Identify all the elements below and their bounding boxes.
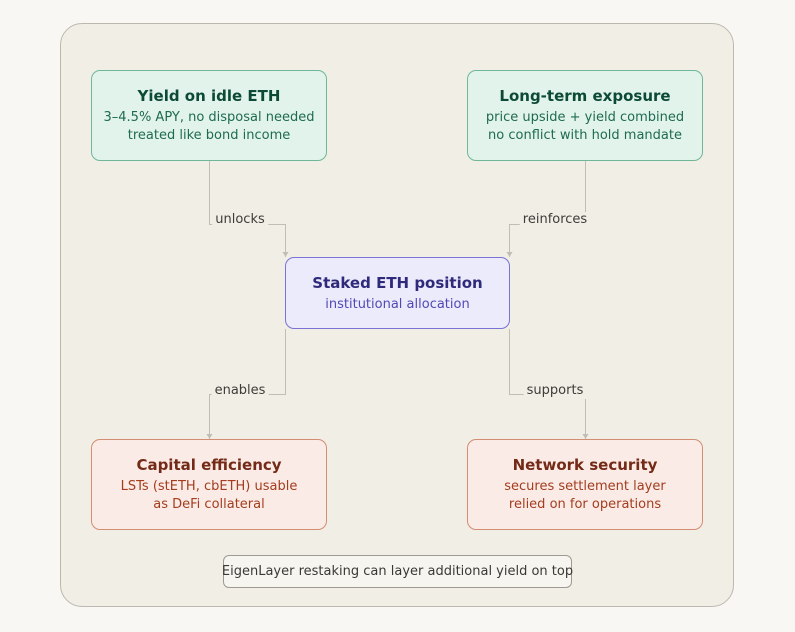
node-exposure-line-2: no conflict with hold mandate bbox=[488, 128, 682, 143]
node-security-line-1: secures settlement layer bbox=[504, 479, 666, 494]
edge-label-reinforces: reinforces bbox=[519, 212, 591, 228]
node-capital-title: Capital efficiency bbox=[136, 456, 282, 474]
node-network-security: Network security secures settlement laye… bbox=[467, 439, 703, 530]
node-yield-title: Yield on idle ETH bbox=[137, 87, 281, 105]
node-staked-line-1: institutional allocation bbox=[325, 296, 470, 312]
edge-label-supports: supports bbox=[523, 383, 587, 399]
node-yield-line-2: treated like bond income bbox=[127, 128, 291, 143]
node-yield-on-idle-eth: Yield on idle ETH 3–4.5% APY, no disposa… bbox=[91, 70, 327, 161]
node-security-line-2: relied on for operations bbox=[508, 497, 662, 512]
node-staked-eth-position: Staked ETH position institutional alloca… bbox=[285, 257, 510, 329]
node-capital-line-1: LSTs (stETH, cbETH) usable bbox=[120, 479, 298, 494]
node-staked-title: Staked ETH position bbox=[312, 273, 483, 292]
node-yield-line-1: 3–4.5% APY, no disposal needed bbox=[103, 110, 315, 125]
edge-label-unlocks: unlocks bbox=[212, 212, 268, 228]
node-long-term-exposure: Long-term exposure price upside + yield … bbox=[467, 70, 703, 161]
node-capital-efficiency: Capital efficiency LSTs (stETH, cbETH) u… bbox=[91, 439, 327, 530]
footnote-restaking: EigenLayer restaking can layer additiona… bbox=[222, 555, 573, 588]
node-security-title: Network security bbox=[512, 456, 658, 474]
node-capital-line-2: as DeFi collateral bbox=[153, 497, 265, 512]
node-exposure-line-1: price upside + yield combined bbox=[485, 110, 685, 125]
edge-label-enables: enables bbox=[211, 383, 269, 399]
node-exposure-title: Long-term exposure bbox=[499, 87, 671, 105]
